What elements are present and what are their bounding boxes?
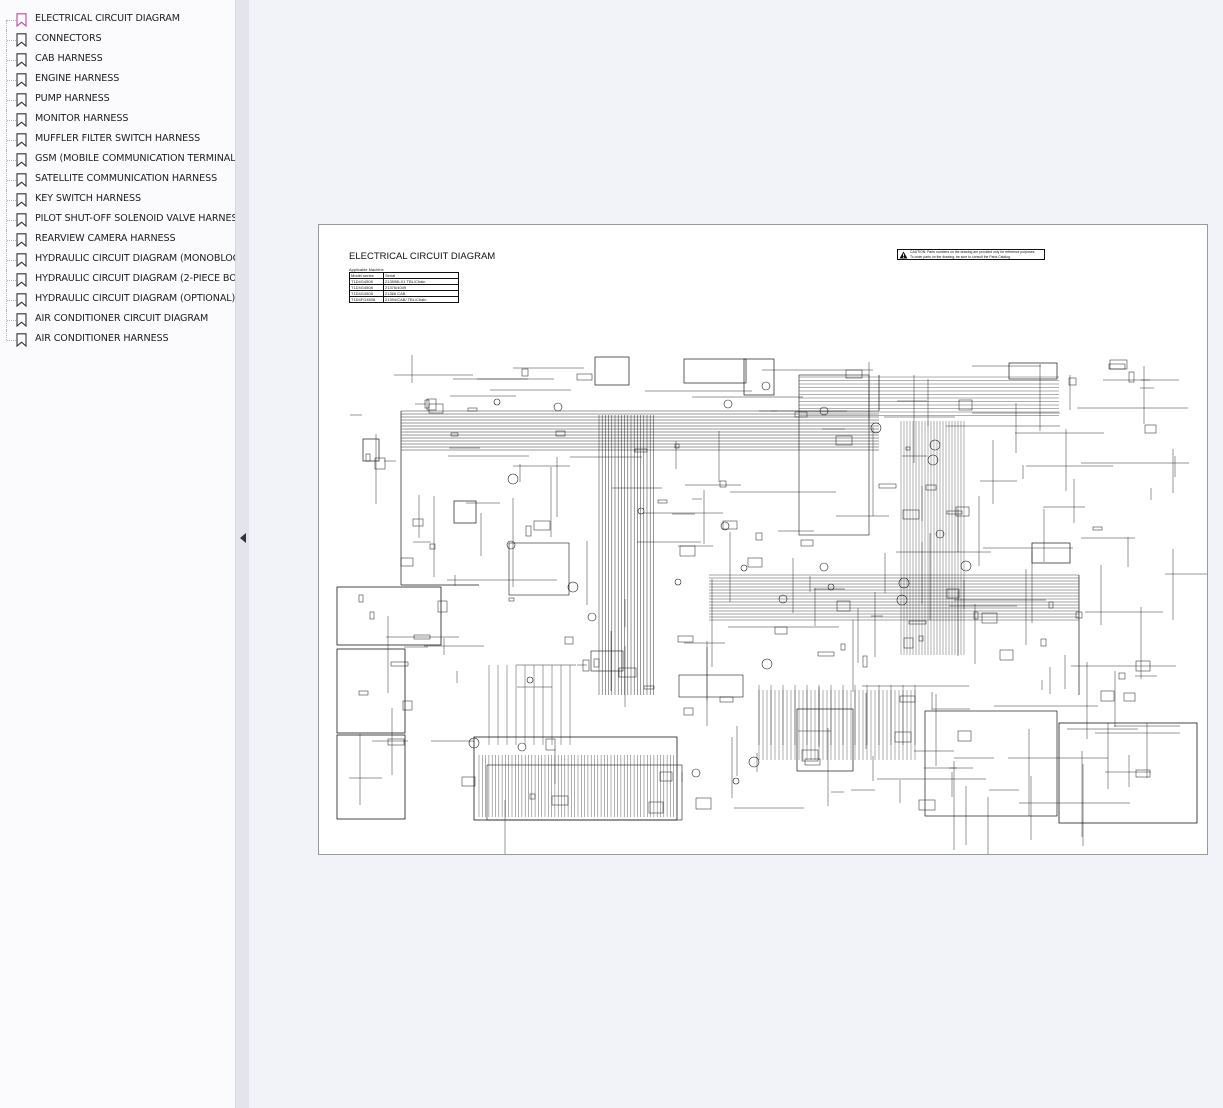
tree-connector [6,110,16,130]
applicable-serial: 21394/CAB/ TBL/Chain [385,297,427,302]
bookmark-label: ENGINE HARNESS [35,73,120,84]
caution-triangle-icon [899,251,908,259]
bookmark-label: SATELLITE COMMUNICATION HARNESS [35,173,218,184]
bookmark-item[interactable]: SATELLITE COMMUNICATION HARNESS [0,170,235,190]
bookmark-item[interactable]: ELECTRICAL CIRCUIT DIAGRAM [0,10,235,30]
bookmark-item[interactable]: HYDRAULIC CIRCUIT DIAGRAM (2-PIECE BOOM)… [0,270,235,290]
tree-connector [6,90,16,110]
applicable-model: Model series [350,273,384,278]
bookmark-label: ELECTRICAL CIRCUIT DIAGRAM [35,13,180,24]
tree-connector [6,230,16,250]
bookmark-label: HYDRAULIC CIRCUIT DIAGRAM (MONOBLOCK BOO… [35,253,235,264]
tree-connector [6,30,16,50]
tree-connector [6,70,16,90]
bookmark-item[interactable]: AIR CONDITIONER HARNESS [0,330,235,350]
bookmark-item[interactable]: AIR CONDITIONER CIRCUIT DIAGRAM [0,310,235,330]
bookmark-icon [16,253,27,267]
bookmark-icon [16,213,27,227]
bookmark-icon [16,133,27,147]
applicable-serial: 21366 CAB [385,291,406,296]
bookmark-icon [16,73,27,87]
collapse-arrow-icon[interactable] [240,533,246,543]
applicable-model: T1D4G4508 [350,279,384,284]
bookmark-label: AIR CONDITIONER HARNESS [35,333,169,344]
caution-line-1: CAUTION: Parts numbers on the drawing ar… [910,250,1036,254]
bookmark-item[interactable]: CAB HARNESS [0,50,235,70]
bookmark-label: PILOT SHUT-OFF SOLENOID VALVE HARNESS [35,213,235,224]
bookmark-icon [16,173,27,187]
bookmark-label: HYDRAULIC CIRCUIT DIAGRAM (OPTIONAL) [35,293,235,304]
bookmark-label: CONNECTORS [35,33,102,44]
bookmark-item[interactable]: PILOT SHUT-OFF SOLENOID VALVE HARNESS [0,210,235,230]
bookmark-icon [16,313,27,327]
bookmark-icon [16,233,27,247]
bookmark-icon [16,93,27,107]
bookmark-item[interactable]: REARVIEW CAMERA HARNESS [0,230,235,250]
bookmark-icon [16,13,27,27]
tree-connector [6,150,16,170]
tree-connector [6,330,16,341]
bookmark-label: HYDRAULIC CIRCUIT DIAGRAM (2-PIECE BOOM)… [35,273,235,284]
bookmark-label: KEY SWITCH HARNESS [35,193,141,204]
bookmark-icon [16,53,27,67]
bookmarks-panel: ELECTRICAL CIRCUIT DIAGRAM CONNECTORS CAB … [0,0,235,1108]
document-page: ELECTRICAL CIRCUIT DIAGRAM Applicable Ma… [318,224,1208,855]
document-viewer[interactable]: ELECTRICAL CIRCUIT DIAGRAM Applicable Ma… [249,0,1223,1108]
applicable-model: T1D4FG4508 [350,297,384,302]
tree-connector [6,190,16,210]
tree-connector [6,270,16,290]
bookmark-label: GSM (MOBILE COMMUNICATION TERMINAL) HARN… [35,153,235,164]
bookmark-item[interactable]: MUFFLER FILTER SWITCH HARNESS [0,130,235,150]
bookmark-label: MONITOR HARNESS [35,113,129,124]
applicable-serial: Serial [385,273,396,278]
tree-connector [6,130,16,150]
tree-connector [6,170,16,190]
bookmark-list: ELECTRICAL CIRCUIT DIAGRAM CONNECTORS CAB … [0,0,235,350]
bookmark-item[interactable]: GSM (MOBILE COMMUNICATION TERMINAL) HARN… [0,150,235,170]
page-title: ELECTRICAL CIRCUIT DIAGRAM [349,251,496,262]
tree-connector [6,210,16,230]
bookmark-icon [16,113,27,127]
bookmark-icon [16,293,27,307]
tree-connector [6,290,16,310]
caution-note: CAUTION: Parts numbers on the drawing ar… [897,249,1045,260]
panel-splitter[interactable] [235,0,249,1108]
bookmark-item[interactable]: ENGINE HARNESS [0,70,235,90]
bookmark-icon [16,153,27,167]
bookmark-item[interactable]: PUMP HARNESS [0,90,235,110]
bookmark-icon [16,273,27,287]
bookmark-label: AIR CONDITIONER CIRCUIT DIAGRAM [35,313,209,324]
applicable-serial: 213598LX1 TBL/Chain [385,279,426,284]
tree-connector [6,310,16,330]
circuit-diagram-drawing [336,355,1207,854]
tree-connector [6,250,16,270]
bookmark-item[interactable]: CONNECTORS [0,30,235,50]
bookmark-label: REARVIEW CAMERA HARNESS [35,233,176,244]
bookmark-label: CAB HARNESS [35,53,103,64]
tree-connector [6,50,16,70]
bookmark-icon [16,333,27,347]
bookmark-item[interactable]: KEY SWITCH HARNESS [0,190,235,210]
bookmark-item[interactable]: HYDRAULIC CIRCUIT DIAGRAM (MONOBLOCK BOO… [0,250,235,270]
caution-line-2: To order parts on the drawing, be sure t… [910,254,1011,259]
applicable-model: T1D4G4508 [350,285,384,290]
bookmark-label: PUMP HARNESS [35,93,110,104]
tree-connector [6,20,16,30]
bookmark-item[interactable]: MONITOR HARNESS [0,110,235,130]
bookmark-label: MUFFLER FILTER SWITCH HARNESS [35,133,201,144]
applicable-caption: Applicable Machine [349,267,384,272]
bookmark-item[interactable]: HYDRAULIC CIRCUIT DIAGRAM (OPTIONAL) [0,290,235,310]
bookmark-icon [16,33,27,47]
bookmark-icon [16,193,27,207]
applicable-serial: 21376/4049 [385,285,407,290]
applicable-model: T1D4G4508 [350,291,384,296]
